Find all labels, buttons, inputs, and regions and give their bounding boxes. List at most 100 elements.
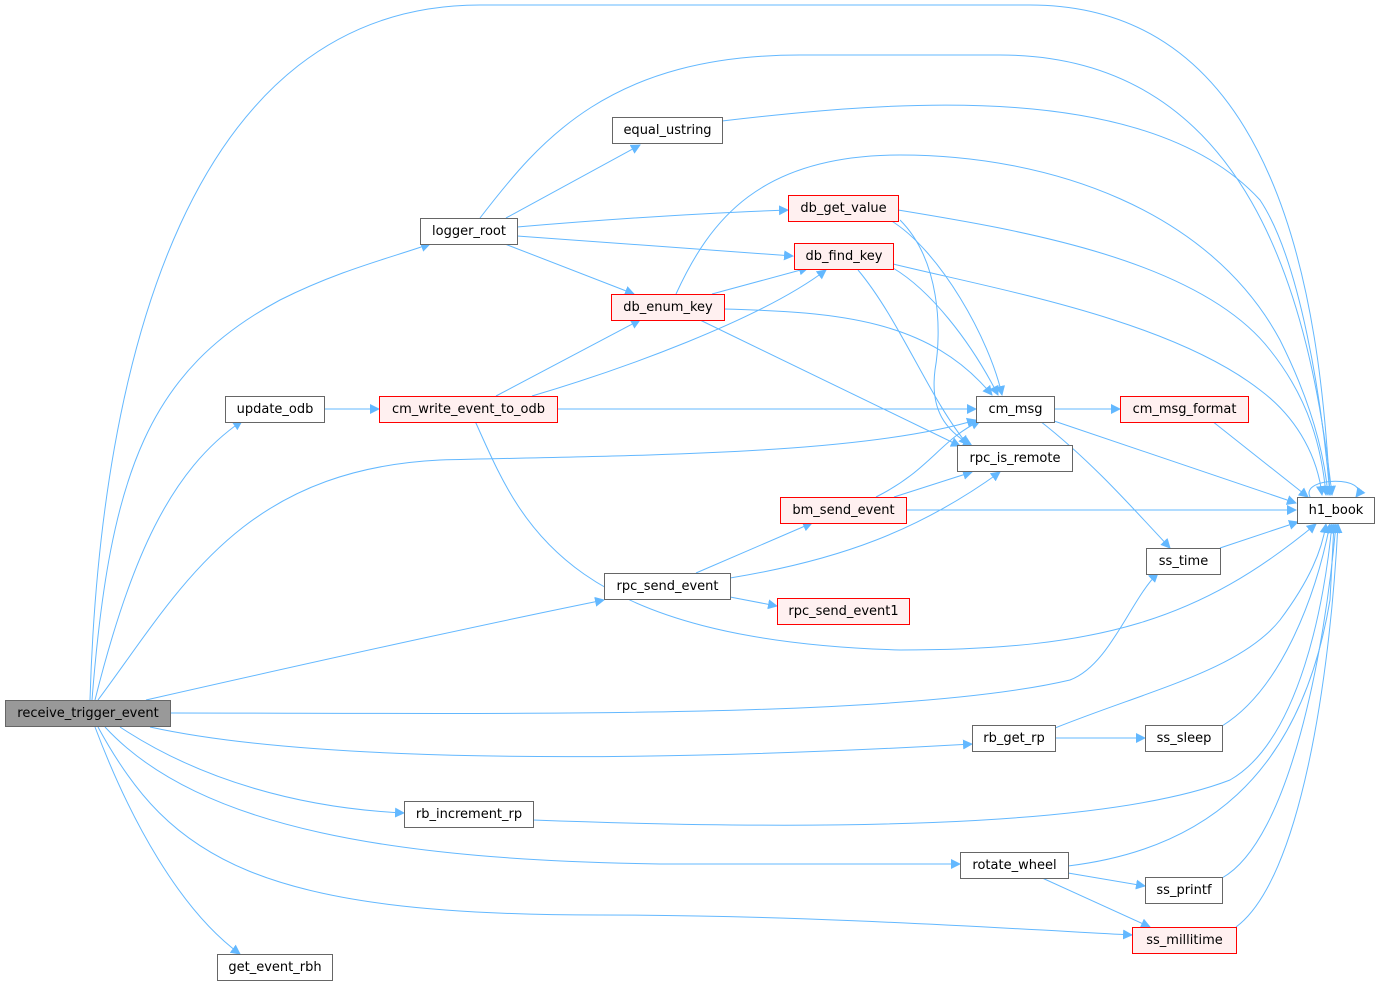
node-label: rpc_is_remote (970, 451, 1061, 466)
node-label: cm_write_event_to_odb (392, 402, 545, 417)
node-label: get_event_rbh (228, 960, 321, 975)
edge-ss-printf-to-h1-book (1221, 523, 1341, 879)
node-box (976, 396, 1055, 423)
node-label: update_odb (237, 402, 314, 417)
node-label: rotate_wheel (972, 858, 1056, 873)
node-box (777, 598, 910, 625)
node-rpc-send-event[interactable]: rpc_send_event (604, 573, 731, 600)
node-box (972, 725, 1056, 752)
node-bm-send-event[interactable]: bm_send_event (780, 497, 907, 524)
edge-receive-trigger-event-to-get-event-rbh (94, 726, 241, 955)
node-logger-root[interactable]: logger_root (420, 218, 518, 245)
node-label: ss_time (1159, 554, 1208, 569)
node-box (794, 243, 894, 270)
edge-receive-trigger-event-to-logger-root (91, 242, 431, 701)
node-label: rpc_send_event (616, 579, 718, 594)
node-box (604, 573, 731, 600)
edge-logger-root-to-equal-ustring (505, 144, 641, 219)
node-box (1146, 548, 1221, 575)
node-label: ss_millitime (1146, 933, 1223, 948)
edge-db-find-key-to-h1-book (892, 263, 1326, 496)
node-box (225, 396, 325, 423)
node-db-enum-key[interactable]: db_enum_key (611, 294, 725, 321)
node-ss-printf[interactable]: ss_printf (1145, 877, 1223, 904)
edge-receive-trigger-event-to-rotate-wheel (104, 726, 961, 869)
edge-receive-trigger-event-to-ss-time (169, 572, 1159, 714)
edge-receive-trigger-event-to-rpc-send-event (145, 596, 605, 701)
edge-ss-time-to-h1-book (1219, 520, 1299, 549)
node-db-find-key[interactable]: db_find_key (794, 243, 894, 270)
node-box (1145, 725, 1223, 752)
edge-db-get-value-to-cm-msg (889, 219, 1005, 396)
edge-db-find-key-to-rpc-is-remote (857, 269, 969, 446)
node-box (404, 801, 534, 828)
node-label: db_get_value (800, 201, 886, 216)
edge-cm-write-event-to-odb-to-db-enum-key (495, 319, 641, 397)
node-label: cm_msg_format (1133, 402, 1237, 417)
node-label: ss_sleep (1157, 731, 1212, 746)
node-rotate-wheel[interactable]: rotate_wheel (960, 852, 1069, 879)
node-label: bm_send_event (792, 503, 894, 518)
edge-db-get-value-to-h1-book (897, 209, 1331, 496)
node-box (788, 195, 899, 222)
node-h1-book[interactable]: h1_book (1297, 497, 1375, 524)
node-db-get-value[interactable]: db_get_value (788, 195, 899, 222)
node-equal-ustring[interactable]: equal_ustring (612, 117, 723, 144)
edge-ss-sleep-to-h1-book (1221, 523, 1334, 727)
edge-receive-trigger-event-to-h1-book (89, 4, 1335, 701)
edge-logger-root-to-db-get-value (516, 205, 789, 228)
node-rb-get-rp[interactable]: rb_get_rp (972, 725, 1056, 752)
edges (89, 4, 1366, 955)
node-label: ss_printf (1156, 883, 1212, 898)
node-label: h1_book (1309, 503, 1364, 518)
edge-ss-millitime-to-h1-book (1235, 523, 1343, 928)
node-label: rpc_send_event1 (788, 604, 898, 619)
edge-db-enum-key-to-db-find-key (711, 265, 809, 295)
node-box (379, 396, 558, 423)
edge-cm-msg-to-ss-time (1039, 420, 1171, 549)
node-receive-trigger-event[interactable]: receive_trigger_event (5, 700, 171, 727)
node-cm-write-event-to-odb[interactable]: cm_write_event_to_odb (379, 396, 558, 423)
node-box (611, 294, 725, 321)
node-box (960, 852, 1069, 879)
node-box (1120, 396, 1249, 423)
edge-rpc-send-event-to-rpc-send-event1 (729, 596, 778, 610)
edge-db-find-key-to-cm-msg (892, 267, 999, 396)
edge-db-enum-key-to-h1-book (675, 154, 1333, 496)
node-ss-millitime[interactable]: ss_millitime (1132, 927, 1237, 954)
node-rpc-send-event1[interactable]: rpc_send_event1 (777, 598, 910, 625)
edge-rpc-send-event-to-rpc-is-remote (729, 471, 1001, 579)
edge-cm-msg-format-to-h1-book (1211, 420, 1309, 498)
node-ss-time[interactable]: ss_time (1146, 548, 1221, 575)
edge-logger-root-to-h1-book (479, 54, 1336, 496)
nodes: receive_trigger_event logger_root equal_us… (5, 117, 1375, 981)
node-box (1132, 927, 1237, 954)
node-cm-msg-format[interactable]: cm_msg_format (1120, 396, 1249, 423)
node-update-odb[interactable]: update_odb (225, 396, 325, 423)
node-label: db_find_key (806, 249, 883, 264)
node-label: logger_root (432, 224, 506, 239)
node-ss-sleep[interactable]: ss_sleep (1145, 725, 1223, 752)
node-rpc-is-remote[interactable]: rpc_is_remote (957, 445, 1073, 472)
node-box (612, 117, 723, 144)
edge-bm-send-event-to-rpc-is-remote (893, 469, 973, 498)
edge-h1-book-self-loop (1308, 480, 1366, 498)
node-cm-msg[interactable]: cm_msg (976, 396, 1055, 423)
edge-db-enum-key-to-cm-msg (723, 308, 993, 396)
edge-bm-send-event-to-cm-msg (875, 420, 981, 498)
node-rb-increment-rp[interactable]: rb_increment_rp (404, 801, 534, 828)
edge-db-get-value-to-rpc-is-remote (899, 219, 973, 447)
node-box (1297, 497, 1375, 524)
node-get-event-rbh[interactable]: get_event_rbh (217, 954, 333, 981)
node-box (420, 218, 518, 245)
node-label: equal_ustring (623, 123, 711, 138)
edge-cm-msg-to-h1-book (1053, 420, 1297, 505)
node-label: rb_get_rp (983, 731, 1045, 746)
edge-receive-trigger-event-to-update-odb (94, 420, 243, 701)
node-label: rb_increment_rp (416, 807, 522, 822)
edge-rotate-wheel-to-ss-millitime (1039, 876, 1151, 928)
node-label: cm_msg (989, 402, 1043, 417)
node-box (1145, 877, 1223, 904)
node-box (217, 954, 333, 981)
